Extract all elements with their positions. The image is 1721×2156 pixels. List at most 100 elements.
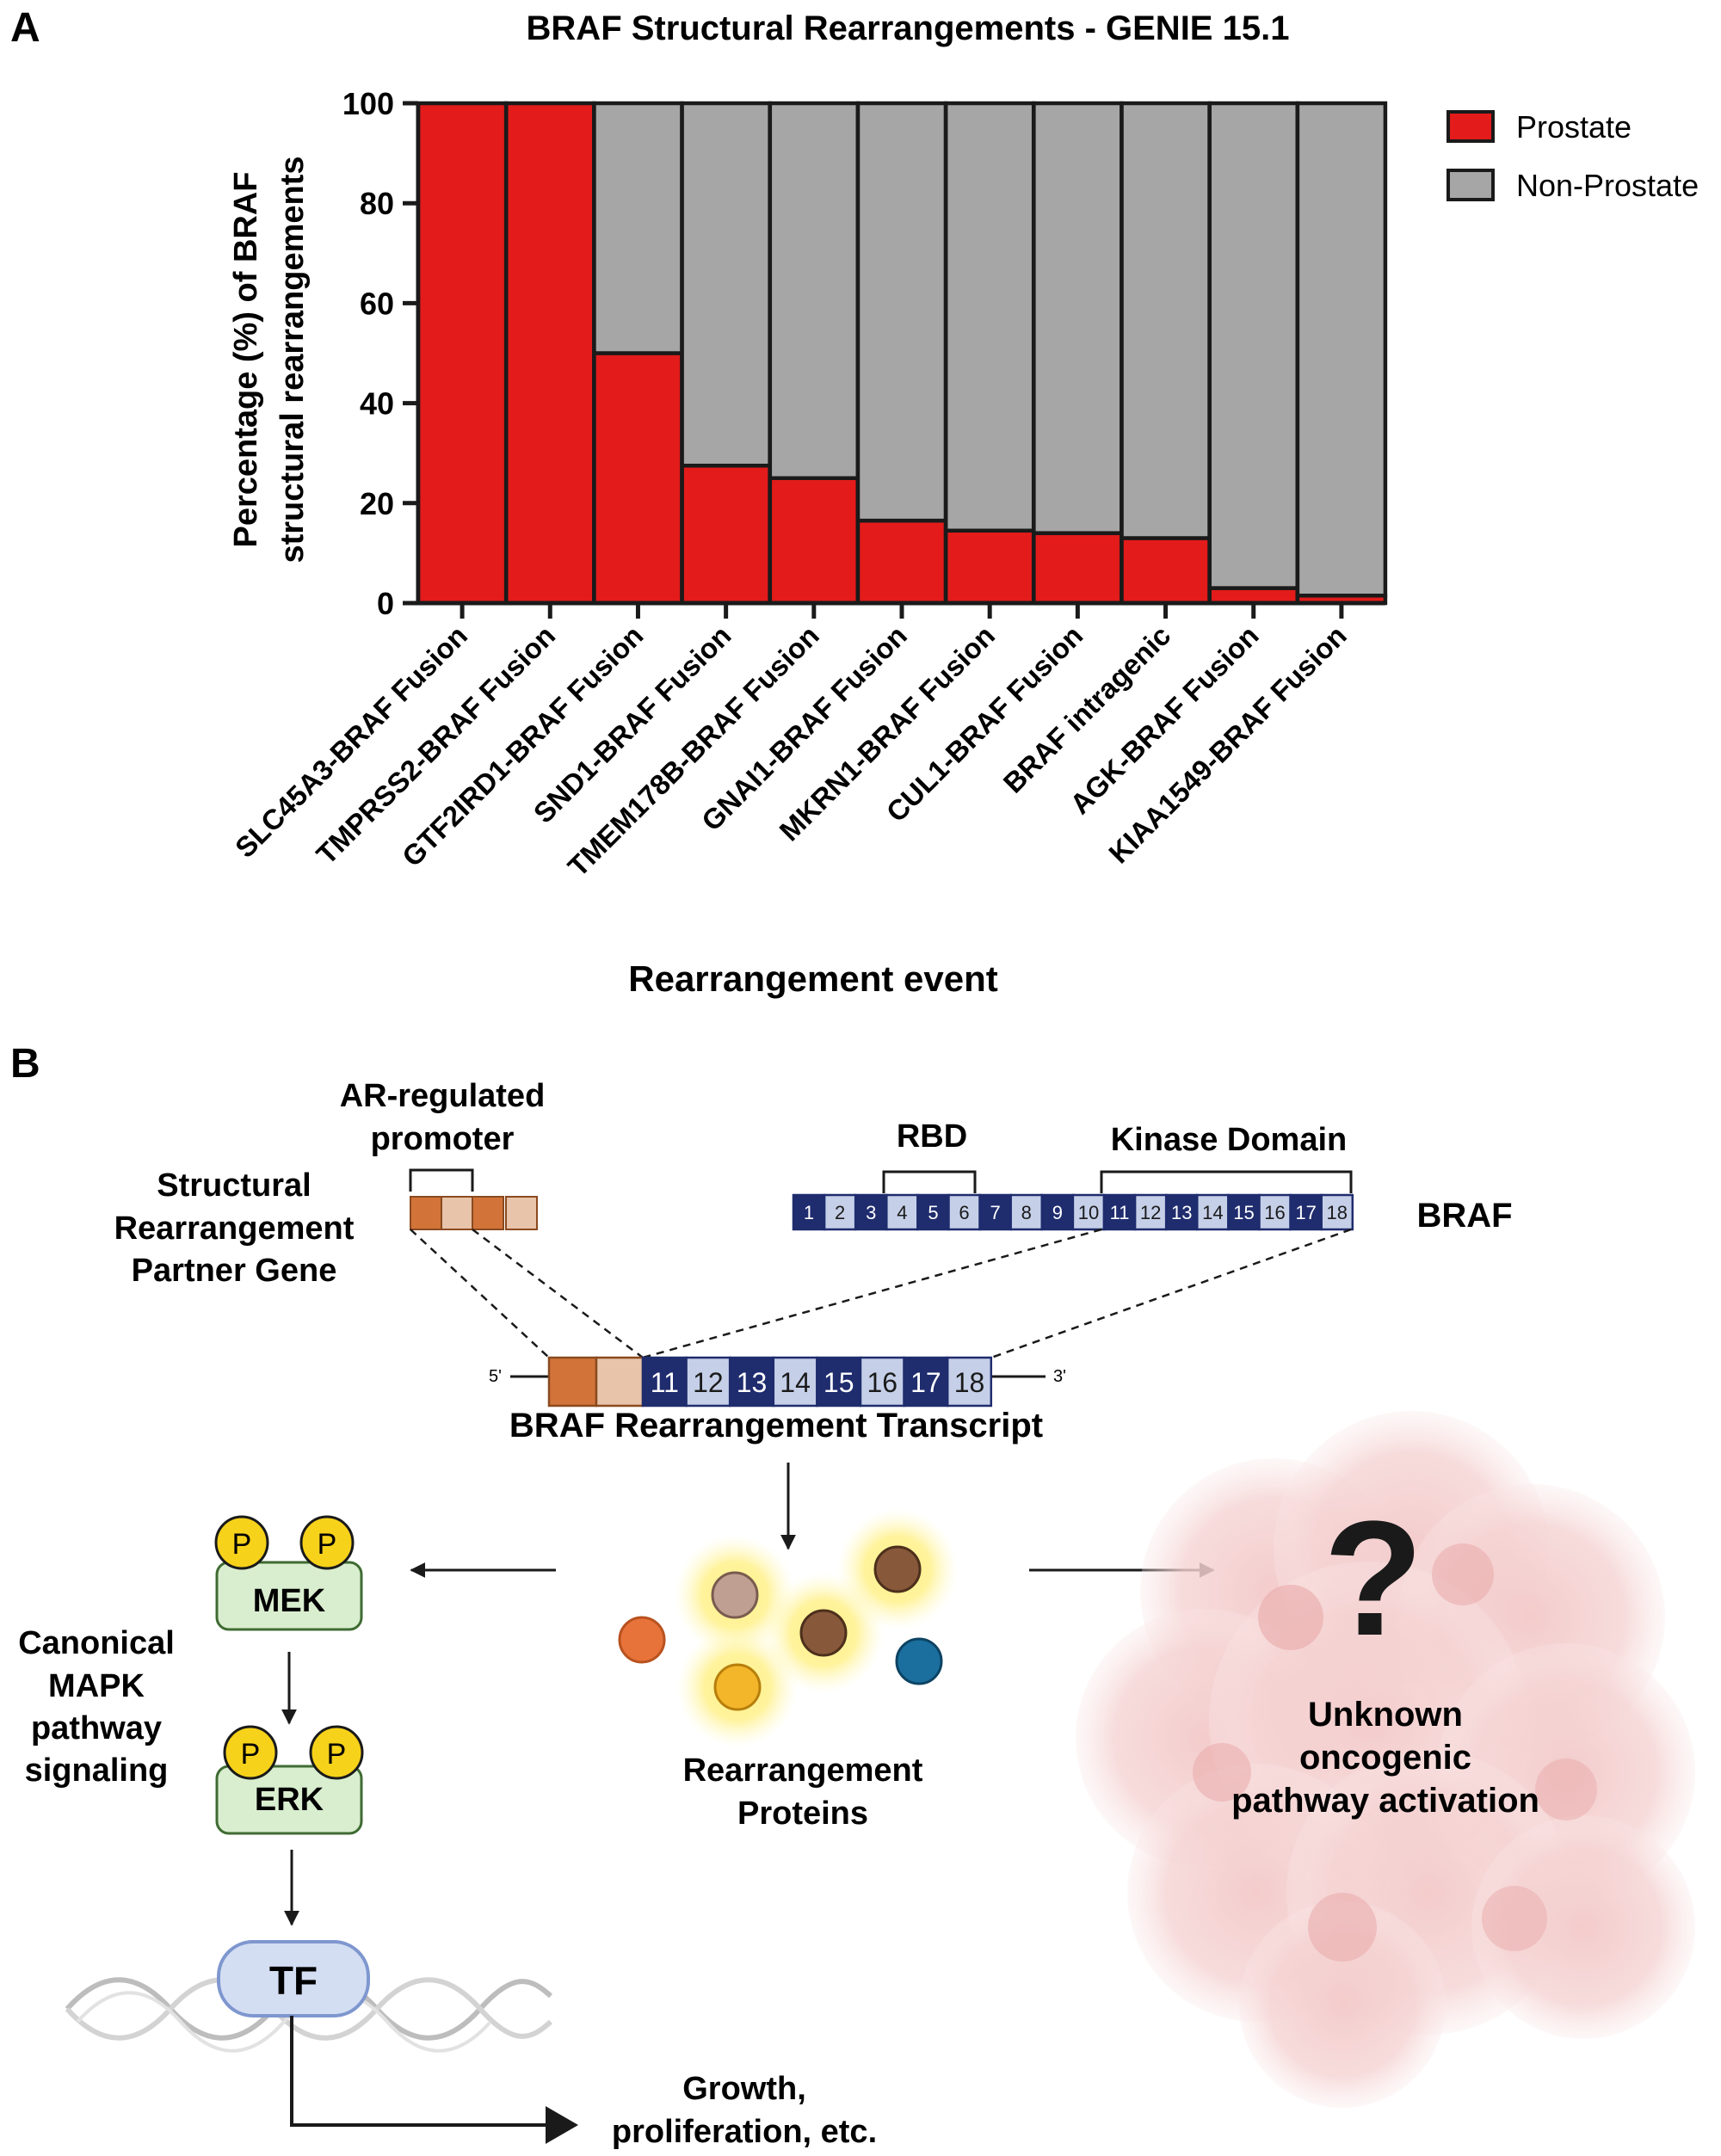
braf-exon-number: 13 bbox=[1171, 1202, 1192, 1223]
transcript-exon-number: 16 bbox=[867, 1367, 898, 1398]
transcript-exon-number: 14 bbox=[780, 1367, 811, 1398]
y-tick-label: 80 bbox=[360, 186, 394, 221]
mapping-line bbox=[410, 1229, 550, 1358]
mapping-line bbox=[990, 1228, 1352, 1359]
braf-exon-number: 11 bbox=[1110, 1202, 1130, 1223]
cell-nucleus bbox=[1482, 1886, 1547, 1951]
transcript-exon bbox=[946, 1356, 993, 1408]
transcript-exon bbox=[641, 1356, 688, 1408]
kinase-domain-label: Kinase Domain bbox=[1111, 1122, 1348, 1158]
y-axis-label: Percentage (%) of BRAF structural rearra… bbox=[228, 156, 311, 563]
legend-label: Prostate bbox=[1516, 109, 1632, 145]
cell bbox=[1471, 1815, 1695, 2039]
partner-gene-exons bbox=[410, 1196, 538, 1230]
bar-prostate bbox=[1207, 586, 1299, 606]
phospho-circle bbox=[299, 1515, 355, 1570]
y-tick-label: 40 bbox=[360, 386, 394, 422]
braf-exon bbox=[978, 1193, 1012, 1231]
transcript-exon-number: 12 bbox=[693, 1367, 724, 1398]
promoter-bracket bbox=[409, 1168, 474, 1192]
dna-strand bbox=[65, 1977, 553, 2041]
braf-exon bbox=[1320, 1193, 1354, 1231]
braf-exon-number: 15 bbox=[1233, 1202, 1254, 1223]
bar-non-prostate bbox=[1120, 101, 1212, 540]
braf-exon-number: 10 bbox=[1078, 1202, 1099, 1223]
cell-nucleus bbox=[1535, 1759, 1597, 1820]
arrow-tf-to-growth bbox=[290, 2016, 558, 2127]
phospho-label: P bbox=[318, 1528, 337, 1561]
cancer-cell-cluster bbox=[1076, 1411, 1695, 2108]
unknown-label-line-1: Unknown bbox=[1308, 1696, 1463, 1734]
braf-exon bbox=[916, 1193, 950, 1231]
braf-exon-number: 17 bbox=[1295, 1202, 1316, 1223]
phospho-label: P bbox=[232, 1528, 252, 1561]
braf-exon bbox=[947, 1193, 981, 1231]
protein bbox=[873, 1545, 922, 1593]
mek-box bbox=[215, 1561, 363, 1631]
protein bbox=[618, 1616, 666, 1664]
erk-label: ERK bbox=[255, 1782, 324, 1818]
braf-exon-number: 16 bbox=[1264, 1202, 1285, 1223]
erk-kinase: ERK P P bbox=[215, 1725, 364, 1835]
transcript-partner-exon bbox=[547, 1356, 598, 1408]
bar-prostate bbox=[943, 528, 1036, 606]
cell-nucleus bbox=[1258, 1585, 1323, 1650]
bar-prostate bbox=[416, 101, 509, 606]
legend-label: Non-Prostate bbox=[1516, 168, 1699, 203]
braf-exon bbox=[1227, 1193, 1261, 1231]
growth-label-line-2: proliferation, etc. bbox=[612, 2114, 877, 2150]
proteins-label-line-2: Proteins bbox=[737, 1796, 868, 1832]
mapping-lines bbox=[410, 1228, 1352, 1359]
braf-exon-number: 8 bbox=[1021, 1202, 1032, 1223]
cell-nucleus bbox=[1308, 1893, 1377, 1962]
protein bbox=[799, 1609, 848, 1657]
kinase-domain-bracket bbox=[1100, 1170, 1353, 1193]
x-axis bbox=[416, 601, 1385, 619]
phospho-circle bbox=[223, 1725, 278, 1780]
three-prime-label: 3' bbox=[1053, 1367, 1066, 1386]
braf-exon bbox=[823, 1193, 857, 1231]
mapping-line bbox=[642, 1228, 1102, 1359]
unknown-label-line-3: pathway activation bbox=[1231, 1782, 1539, 1820]
rearrangement-proteins bbox=[618, 1509, 958, 1747]
mek-kinase: MEK P P bbox=[214, 1515, 363, 1631]
phospho-circle bbox=[309, 1725, 364, 1780]
y-tick-label: 100 bbox=[342, 86, 394, 121]
bar-non-prostate bbox=[1295, 101, 1388, 598]
braf-exon-number: 9 bbox=[1052, 1202, 1063, 1223]
braf-exon-number: 7 bbox=[990, 1202, 1001, 1223]
legend-swatch bbox=[1447, 169, 1495, 201]
promoter-label-line-1: AR-regulated bbox=[340, 1078, 546, 1114]
bar-non-prostate bbox=[680, 101, 772, 468]
mapping-line bbox=[472, 1229, 644, 1358]
unknown-label-line-2: oncogenic bbox=[1299, 1739, 1471, 1777]
braf-exon bbox=[1133, 1193, 1168, 1231]
panel-b-label: B bbox=[10, 1041, 40, 1087]
braf-exon-number: 3 bbox=[866, 1202, 876, 1223]
partner-exon bbox=[441, 1196, 473, 1230]
bar-series bbox=[416, 101, 1388, 606]
y-tick-label: 0 bbox=[377, 586, 394, 621]
y-tick-label: 60 bbox=[360, 286, 394, 321]
braf-label: BRAF bbox=[1416, 1197, 1512, 1235]
arrow-growth-head bbox=[546, 2106, 578, 2144]
promoter-label-line-2: promoter bbox=[371, 1121, 515, 1157]
braf-exon-number: 5 bbox=[928, 1202, 938, 1223]
braf-exon bbox=[1102, 1193, 1137, 1231]
protein bbox=[895, 1637, 943, 1685]
partner-exon bbox=[505, 1196, 538, 1230]
x-tick-label: BRAF intragenic bbox=[997, 619, 1177, 799]
legend-swatch bbox=[1447, 110, 1495, 143]
y-axis-label-line-1: Percentage (%) of BRAF bbox=[228, 171, 264, 547]
panel-a-label: A bbox=[10, 5, 40, 51]
bar-non-prostate bbox=[592, 101, 684, 355]
braf-exon bbox=[1071, 1193, 1106, 1231]
cell-nucleus bbox=[1432, 1543, 1494, 1605]
bar-prostate bbox=[1120, 536, 1212, 606]
partner-gene-label-line-2: Rearrangement bbox=[114, 1210, 355, 1247]
braf-exon-number: 4 bbox=[897, 1202, 907, 1223]
phospho-label: P bbox=[327, 1738, 347, 1771]
braf-exon-number: 14 bbox=[1202, 1202, 1223, 1223]
